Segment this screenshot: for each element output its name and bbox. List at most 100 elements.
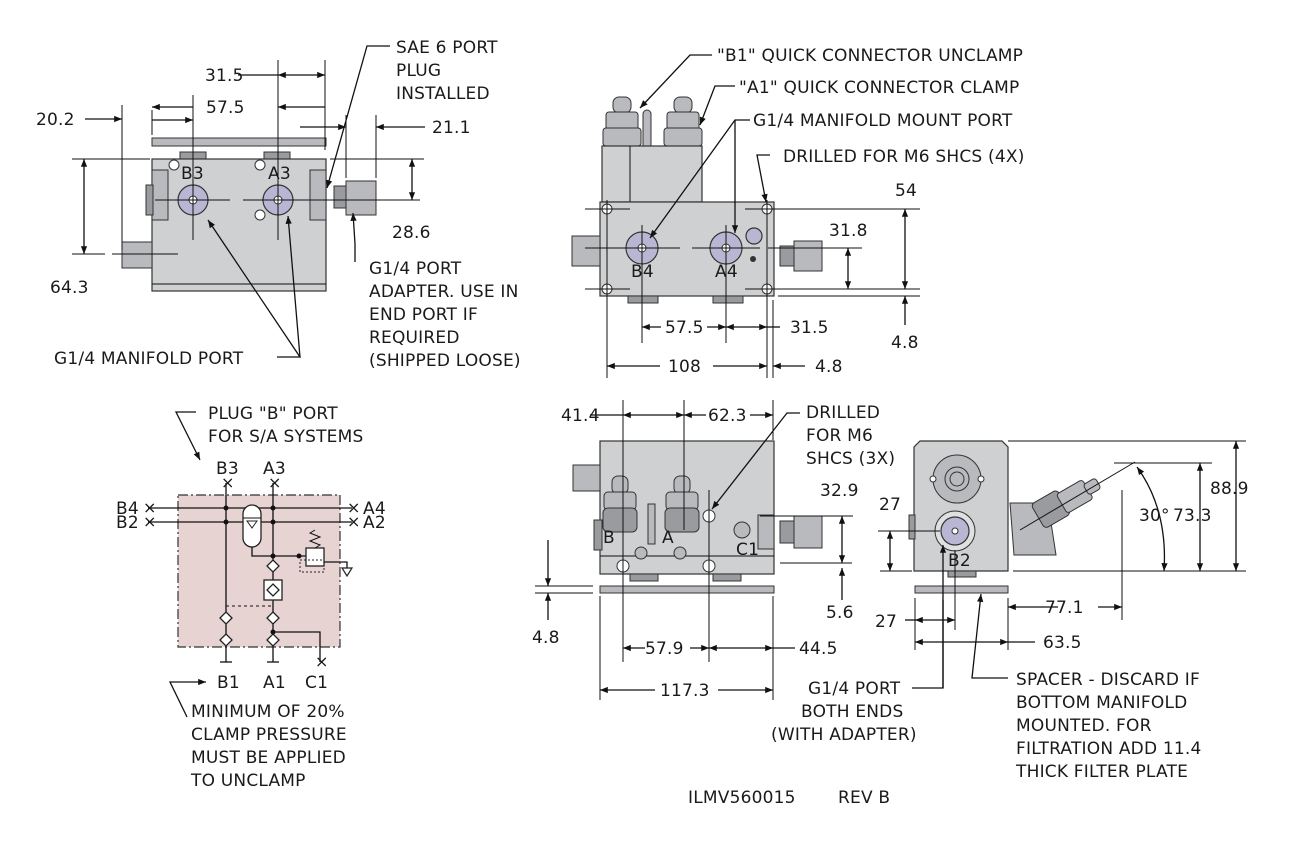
adapter-stem (779, 520, 795, 544)
label-b4: B4 (631, 262, 654, 282)
callout-spacer: SPACER - DISCARD IF BOTTOM MANIFOLD MOUN… (1015, 670, 1202, 782)
dim-108: 108 (668, 357, 701, 377)
svg-text:REQUIRED: REQUIRED (369, 328, 460, 348)
svg-text:INSTALLED: INSTALLED (396, 84, 490, 104)
svg-text:×: × (143, 498, 156, 517)
dim-4-8-bottom: 4.8 (815, 357, 843, 377)
svg-text:MOUNTED. FOR: MOUNTED. FOR (1016, 716, 1152, 736)
top-right-view: "B1" QUICK CONNECTOR UNCLAMP "A1" QUICK … (571, 46, 1025, 378)
pin (647, 503, 656, 545)
svg-text:FILTRATION ADD 11.4: FILTRATION ADD 11.4 (1016, 739, 1202, 759)
pad (712, 295, 744, 304)
dim-57-5: 57.5 (206, 98, 245, 118)
pad (263, 151, 291, 160)
left-fitting (571, 235, 601, 267)
port-adapter (793, 240, 823, 272)
schematic-port-a4: A4 (363, 499, 386, 519)
spacer-plate (151, 137, 327, 147)
schematic-port-a1: A1 (263, 673, 286, 693)
dim-4-8: 4.8 (532, 628, 560, 648)
quick-connector-b1 (602, 96, 642, 147)
dim-4-8-right: 4.8 (891, 333, 919, 353)
svg-text:ADAPTER. USE IN: ADAPTER. USE IN (369, 282, 519, 302)
pad (629, 573, 659, 582)
manifold-block (151, 158, 327, 292)
relief-valve-symbol (305, 547, 325, 567)
quick-connector-b (602, 475, 638, 533)
bottom-middle-view: 41.4 62.3 32.9 5.6 4.8 57.9 44.5 117.3 B… (532, 400, 944, 745)
dim-27-top: 27 (879, 495, 901, 515)
c1-port (733, 521, 751, 539)
callout-manifold-port: G1/4 MANIFOLD PORT (54, 349, 244, 369)
svg-text:MINIMUM OF 20%: MINIMUM OF 20% (191, 702, 345, 722)
callout-g14-port-both-ends: G1/4 PORT BOTH ENDS (WITH ADAPTER) (771, 679, 917, 745)
svg-text:(SHIPPED LOOSE): (SHIPPED LOOSE) (369, 351, 521, 371)
angled-connector (1031, 478, 1101, 528)
schematic-port-b1: B1 (217, 673, 240, 693)
svg-text:×: × (268, 473, 281, 492)
dim-44-5: 44.5 (799, 639, 838, 659)
svg-text:(WITH ADAPTER): (WITH ADAPTER) (771, 725, 917, 745)
dim-73-3: 73.3 (1173, 506, 1212, 526)
part-number: ILMV560015 (688, 788, 796, 808)
dim-32-9: 32.9 (820, 481, 859, 501)
dim-31-8: 31.8 (829, 221, 868, 241)
dim-88-9: 88.9 (1210, 479, 1249, 499)
callout-port-adapter: G1/4 PORT ADAPTER. USE IN END PORT IF RE… (369, 259, 521, 371)
top-left-view: 31.5 57.5 20.2 21.1 28.6 64.3 B3 A3 SAE … (36, 38, 521, 371)
adapter-stem (333, 185, 347, 209)
svg-text:PLUG "B" PORT: PLUG "B" PORT (208, 404, 338, 424)
plug (908, 514, 916, 540)
svg-text:BOTTOM MANIFOLD: BOTTOM MANIFOLD (1016, 693, 1187, 713)
schematic-port-b4: B4 (116, 499, 139, 519)
accumulator-symbol (242, 504, 262, 548)
dim-63-5: 63.5 (1043, 633, 1082, 653)
callout-a1-connector: "A1" QUICK CONNECTOR CLAMP (739, 78, 1020, 98)
svg-text:FOR S/A SYSTEMS: FOR S/A SYSTEMS (208, 427, 363, 447)
svg-text:G1/4 PORT: G1/4 PORT (808, 679, 901, 699)
quick-connector-a (664, 475, 700, 533)
label-a3: A3 (268, 164, 291, 184)
upper-block (601, 145, 703, 203)
tank-symbol (340, 567, 354, 578)
dim-20-2: 20.2 (36, 110, 75, 130)
label-b2: B2 (948, 551, 971, 571)
schematic-port-a3: A3 (263, 459, 286, 479)
svg-text:END PORT IF: END PORT IF (369, 305, 478, 325)
quick-connector-a1 (663, 96, 703, 147)
svg-text:×: × (221, 473, 234, 492)
svg-text:DRILLED: DRILLED (806, 403, 880, 423)
callout-minimum-clamp-pressure: MINIMUM OF 20% CLAMP PRESSURE MUST BE AP… (190, 702, 347, 791)
svg-text:PLUG: PLUG (396, 61, 441, 81)
dim-62-3: 62.3 (708, 406, 747, 426)
callout-mount-port: G1/4 MANIFOLD MOUNT PORT (753, 111, 1013, 131)
spacer-plate (599, 585, 775, 594)
svg-text:SPACER - DISCARD IF: SPACER - DISCARD IF (1016, 670, 1200, 690)
schematic-port-b2: B2 (116, 513, 139, 533)
pin (642, 109, 652, 151)
hydraulic-schematic: × × × × × × × B3 A3 B4 B2 A4 A2 B1 A1 C1… (116, 404, 386, 791)
pilot-cap (932, 454, 982, 504)
spacer-plate (914, 585, 1009, 594)
left-fitting (121, 241, 153, 269)
adapter-stem (779, 245, 795, 267)
port-adapter (345, 180, 377, 216)
svg-text:SHCS (3X): SHCS (3X) (806, 449, 895, 469)
pad (712, 573, 742, 582)
port-adapter (793, 515, 823, 549)
callout-sae-plug: SAE 6 PORT PLUG INSTALLED (396, 38, 498, 104)
dim-117-3: 117.3 (660, 681, 710, 701)
pad (947, 570, 977, 578)
callout-drilled-4x: DRILLED FOR M6 SHCS (4X) (783, 147, 1025, 167)
plug (593, 519, 603, 551)
label-c1: C1 (736, 540, 759, 560)
schematic-port-b3: B3 (216, 459, 239, 479)
svg-text:×: × (143, 512, 156, 531)
svg-text:CLAMP PRESSURE: CLAMP PRESSURE (191, 725, 347, 745)
callout-b1-connector: "B1" QUICK CONNECTOR UNCLAMP (717, 46, 1023, 66)
schematic-port-c1: C1 (305, 673, 328, 693)
dim-31-5: 31.5 (790, 318, 829, 338)
dim-angle-30: 30° (1139, 506, 1170, 526)
svg-text:MUST BE APPLIED: MUST BE APPLIED (191, 748, 346, 768)
dim-41-4: 41.4 (561, 406, 600, 426)
